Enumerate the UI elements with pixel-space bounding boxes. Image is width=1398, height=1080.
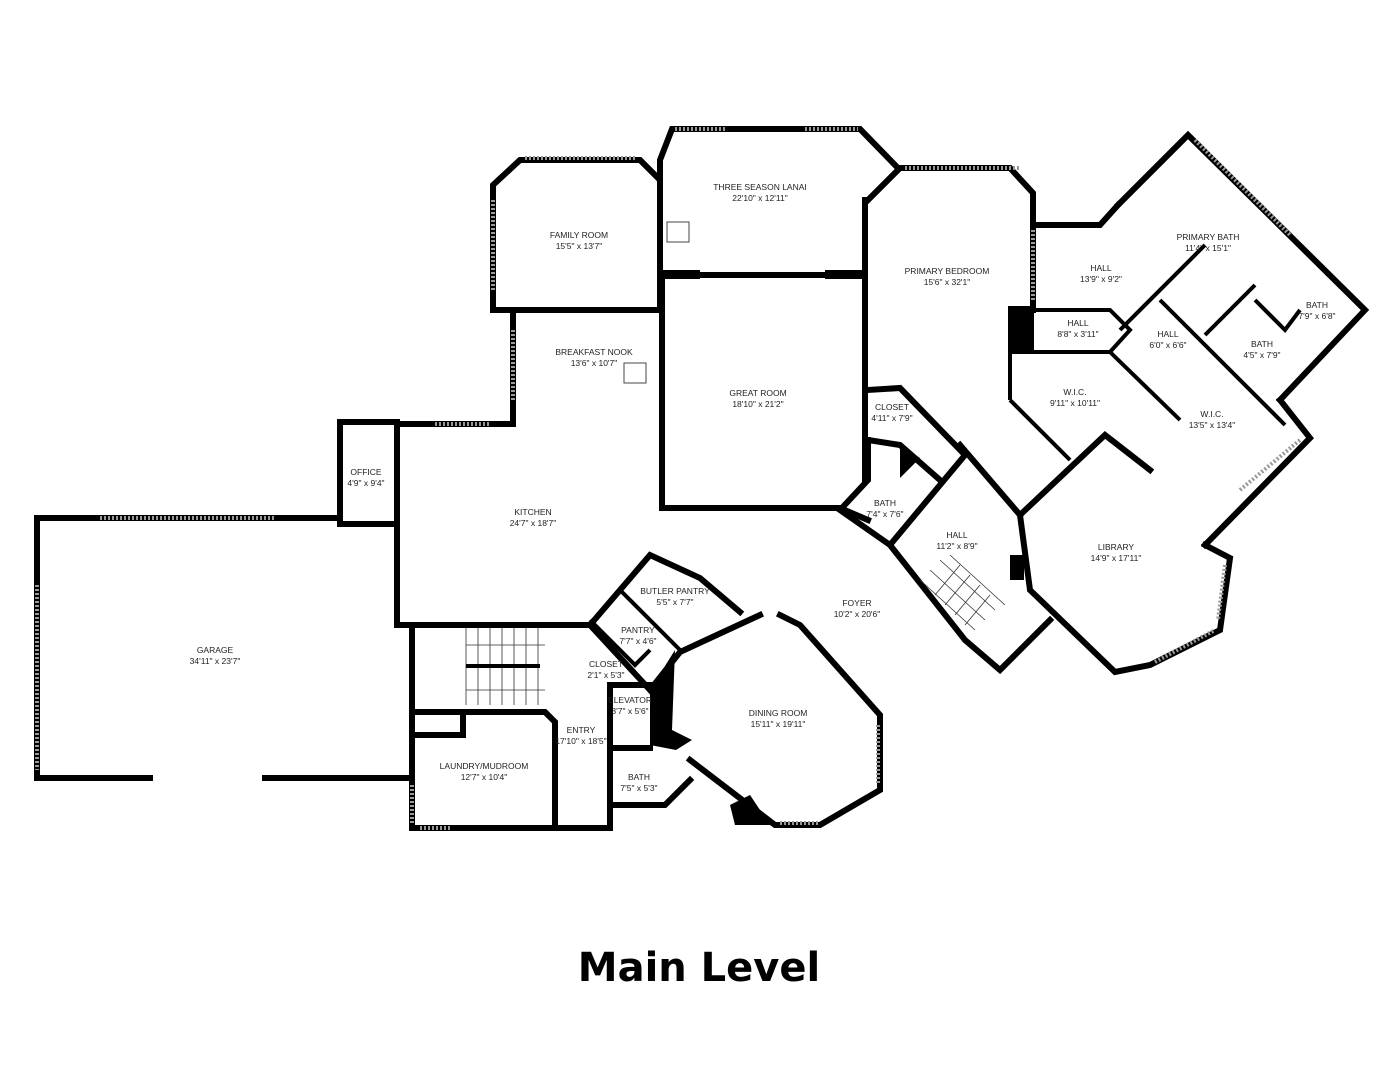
floor-title: Main Level [577,945,821,991]
room-dimensions: 15'11" x 19'11" [751,719,806,729]
room-name: OFFICE [350,467,381,477]
room-name: PANTRY [621,625,655,635]
room-dimensions: 13'9" x 9'2" [1080,274,1122,284]
room-name: HALL [1157,329,1179,339]
room-dimensions: 5'5" x 7'7" [656,597,693,607]
room-dimensions: 7'4" x 7'6" [866,509,903,519]
room-name: ELEVATOR [608,695,652,705]
room-dimensions: 17'10" x 18'5" [555,736,606,746]
room-name: LIBRARY [1098,542,1135,552]
room-name: PRIMARY BATH [1177,232,1240,242]
room-dimensions: 18'10" x 21'2" [732,399,783,409]
room-dimensions: 2'1" x 5'3" [587,670,624,680]
room-name: CLOSET [589,659,623,669]
room-dimensions: 6'0" x 6'6" [1149,340,1186,350]
room-name: LAUNDRY/MUDROOM [440,761,529,771]
room-name: ENTRY [567,725,596,735]
room-name: PRIMARY BEDROOM [905,266,990,276]
room-name: GREAT ROOM [729,388,786,398]
room-name: HALL [1090,263,1112,273]
room-dimensions: 15'5" x 13'7" [556,241,603,251]
room-name: FAMILY ROOM [550,230,608,240]
room-dimensions: 13'6" x 10'7" [571,358,618,368]
room-dimensions: 13'5" x 13'4" [1189,420,1236,430]
room-dimensions: 4'11" x 7'9" [871,413,912,423]
room-dimensions: 9'11" x 10'11" [1050,398,1100,408]
room-label: W.I.C.13'5" x 13'4" [1189,409,1236,430]
room-dimensions: 4'9" x 9'4" [347,478,384,488]
room-name: HALL [1067,318,1089,328]
room-dimensions: 7'5" x 5'3" [620,783,657,793]
room-dimensions: 11'4" x 15'1" [1185,243,1231,253]
room-dimensions: 8'8" x 3'11" [1057,329,1098,339]
room-name: W.I.C. [1200,409,1223,419]
room-dimensions: 11'2" x 8'9" [936,541,977,551]
room-dimensions: 24'7" x 18'7" [510,518,557,528]
room-dimensions: 22'10" x 12'11" [732,193,787,203]
room-name: BATH [628,772,650,782]
room-name: FOYER [842,598,871,608]
room-dimensions: 12'7" x 10'4" [461,772,508,782]
fireplace-icons [623,221,690,384]
room-dimensions: 7'9" x 6'8" [1298,311,1335,321]
room-dimensions: 14'9" x 17'11" [1091,553,1142,563]
room-dimensions: 34'11" x 23'7" [190,656,241,666]
room-name: BUTLER PANTRY [640,586,710,596]
room-name: GARAGE [197,645,234,655]
room-name: HALL [946,530,968,540]
room-name: THREE SEASON LANAI [713,182,807,192]
room-name: CLOSET [875,402,909,412]
room-name: W.I.C. [1063,387,1086,397]
room-dimensions: 7'7" x 4'6" [619,636,656,646]
room-name: KITCHEN [514,507,551,517]
staircase [919,554,1006,631]
walls [34,126,1370,831]
room-dimensions: 15'6" x 32'1" [924,277,971,287]
room-dimensions: 10'2" x 20'6" [834,609,881,619]
room-name: BREAKFAST NOOK [555,347,633,357]
room-name: BATH [1306,300,1328,310]
room-dimensions: 4'5" x 7'9" [1243,350,1280,360]
room-name: BATH [1251,339,1273,349]
room-name: BATH [874,498,896,508]
room-label: W.I.C.9'11" x 10'11" [1050,387,1100,408]
room-name: DINING ROOM [749,708,808,718]
room-dimensions: 3'7" x 5'6" [611,706,648,716]
